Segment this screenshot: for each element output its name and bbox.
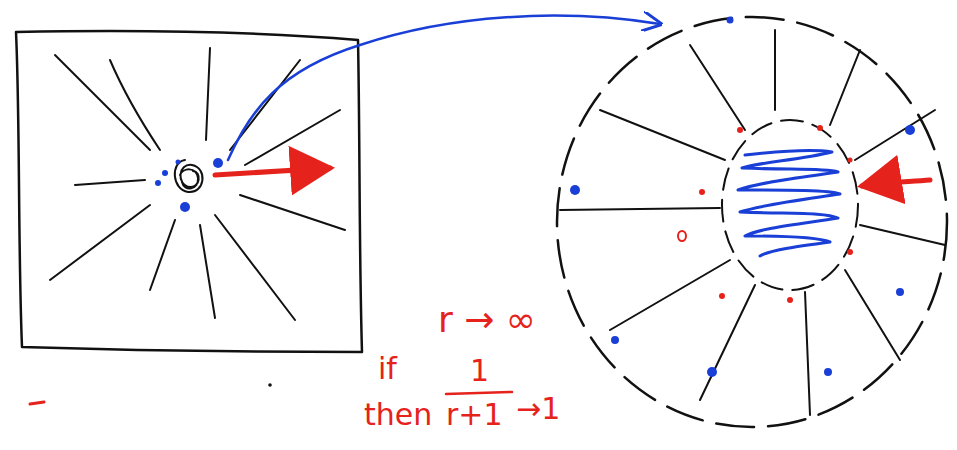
limit-condition: r → ∞ [438, 300, 536, 340]
stray-mark [30, 402, 44, 404]
condition-word: if [378, 352, 397, 385]
boundary-dots [699, 125, 853, 303]
inner-boundary [722, 120, 858, 290]
red-arrow [215, 168, 330, 175]
red-arrow [862, 180, 930, 186]
field-lines-mapped [560, 30, 945, 415]
particle-dots-mapped [570, 17, 915, 378]
particle-dots [155, 158, 223, 212]
consequence-word: then [364, 398, 432, 431]
fraction-numerator: 1 [470, 354, 489, 387]
compressed-scribble [738, 151, 840, 256]
mapping-arrow [228, 16, 660, 160]
outer-boundary [557, 17, 947, 427]
fraction-denominator: r+1 [446, 398, 503, 431]
square-frame [16, 31, 362, 352]
stray-dot [268, 383, 272, 387]
source-scribble [175, 160, 203, 192]
boundary-ring [678, 231, 686, 241]
fraction-bar [446, 392, 512, 394]
field-lines [50, 48, 345, 320]
limit-result: →1 [516, 392, 560, 425]
